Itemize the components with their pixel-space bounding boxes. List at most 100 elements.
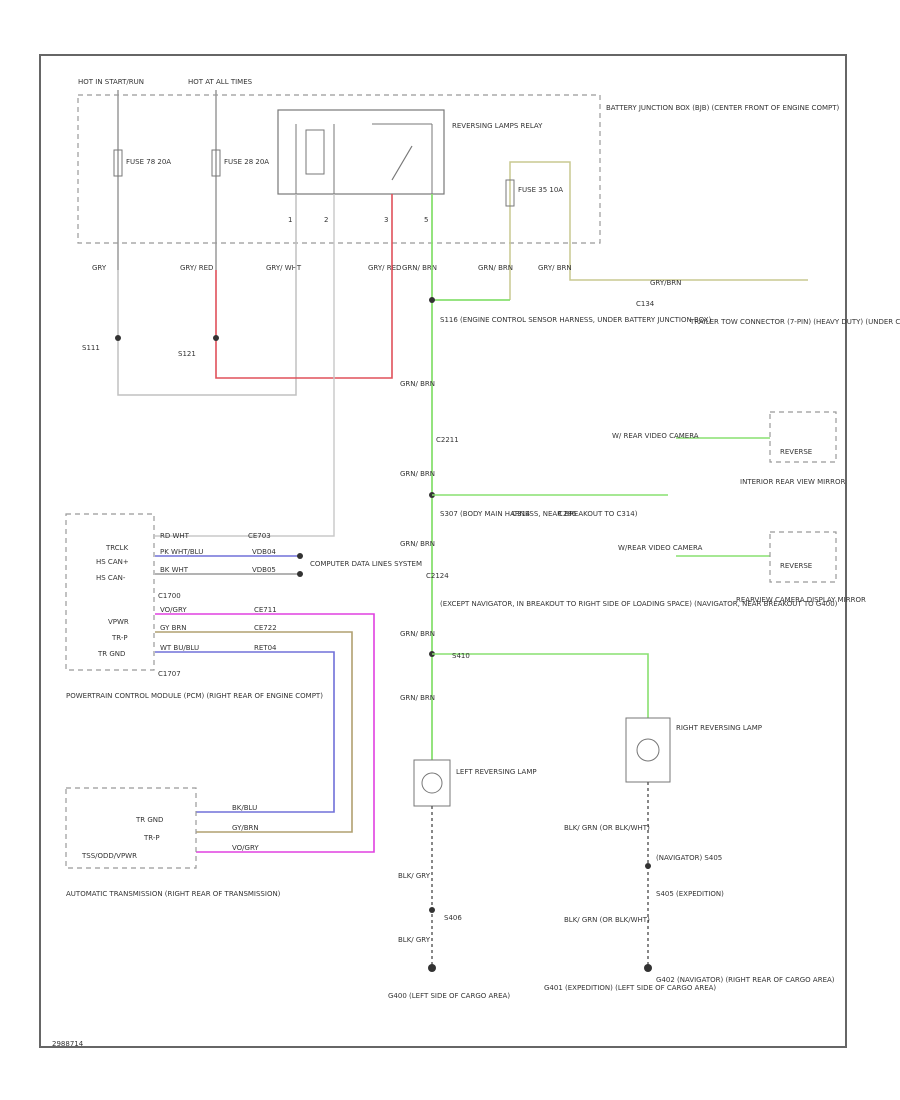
label-battery-junction-box: BATTERY JUNCTION BOX (BJB) (CENTER FRONT… xyxy=(606,104,839,112)
fuse-28: FUSE 28 20A xyxy=(211,90,269,270)
svg-text:REVERSE: REVERSE xyxy=(780,562,812,570)
pcm-pin-hs-can-minus: HS CAN- xyxy=(96,574,126,582)
svg-text:GRY/BRN: GRY/BRN xyxy=(650,279,681,287)
pcm-conn-label-1: CE703 xyxy=(248,532,271,540)
label-c1707: C1707 xyxy=(158,670,181,678)
label-blk-gry-1: BLK/ GRY xyxy=(398,872,431,880)
svg-text:W/REAR VIDEO CAMERA: W/REAR VIDEO CAMERA xyxy=(618,544,703,552)
svg-text:FUSE 28 20A: FUSE 28 20A xyxy=(224,158,269,166)
trunk-label-5: GRN/ BRN xyxy=(400,694,435,702)
pcm-conn-label-6: RET04 xyxy=(254,644,277,652)
trans-wire-label-3: VO/GRY xyxy=(232,844,259,852)
svg-text:INTERIOR REAR VIEW MIRROR: INTERIOR REAR VIEW MIRROR xyxy=(740,478,845,486)
trans-pin-trgnd: TR GND xyxy=(135,816,163,824)
svg-text:S111: S111 xyxy=(82,344,100,352)
pcm-module xyxy=(65,513,155,671)
pcm-wire-label-1: RD WHT xyxy=(160,532,190,540)
ground-g401-g402 xyxy=(644,964,652,972)
svg-text:REVERSING LAMPS RELAY: REVERSING LAMPS RELAY xyxy=(452,122,543,130)
label-navigator-s405: (NAVIGATOR) S405 xyxy=(656,854,722,862)
data-line-dot-1 xyxy=(297,553,303,559)
trans-pin-trp: TR-P xyxy=(143,834,160,842)
label-s410: S410 xyxy=(452,652,470,660)
pcm-pin-hs-can-plus: HS CAN+ xyxy=(96,558,129,566)
svg-text:W/ REAR VIDEO CAMERA: W/ REAR VIDEO CAMERA xyxy=(612,432,699,440)
label-g402: G402 (NAVIGATOR) (RIGHT REAR OF CARGO AR… xyxy=(656,976,835,984)
label-g401: G401 (EXPEDITION) (LEFT SIDE OF CARGO AR… xyxy=(544,984,716,992)
label-blk-grn-2: BLK/ GRN (OR BLK/WHT) xyxy=(564,916,650,924)
svg-text:FUSE 35 10A: FUSE 35 10A xyxy=(518,186,563,194)
s410-branch-wire xyxy=(432,653,649,718)
splice-s405 xyxy=(645,863,651,869)
svg-text:S121: S121 xyxy=(178,350,196,358)
battery-junction-box xyxy=(77,94,601,244)
label-c314: C314 xyxy=(512,510,531,518)
trans-desc: AUTOMATIC TRANSMISSION (RIGHT REAR OF TR… xyxy=(66,890,281,898)
label-g400: G400 (LEFT SIDE OF CARGO AREA) xyxy=(388,992,510,1000)
right-reversing-lamp: RIGHT REVERSING LAMP xyxy=(625,717,762,783)
pcm-conn-label-3: VDB05 xyxy=(252,566,276,574)
ground-g400 xyxy=(428,964,436,972)
svg-text:REVERSE: REVERSE xyxy=(780,448,812,456)
svg-text:C134: C134 xyxy=(636,300,655,308)
label-hot-at-all-times: HOT AT ALL TIMES xyxy=(188,78,253,86)
label-except-navigator: (EXCEPT NAVIGATOR, IN BREAKOUT TO RIGHT … xyxy=(440,600,838,608)
transmission-module xyxy=(65,787,197,869)
trans-wire-label-1: BK/BLU xyxy=(232,804,257,812)
reversing-lamps-relay: REVERSING LAMPS RELAY 1 2 3 5 xyxy=(277,109,543,224)
label-s406: S406 xyxy=(444,914,462,922)
pcm-wire-label-3: BK WHT xyxy=(160,566,189,574)
trunk-label-2: GRN/ BRN xyxy=(400,470,435,478)
left-reversing-lamp: LEFT REVERSING LAMP xyxy=(413,759,537,807)
pcm-wire-label-2: PK WHT/BLU xyxy=(160,548,203,556)
fuse-78: FUSE 78 20A xyxy=(113,90,171,270)
wire-label-grn-brn-a: GRN/ BRN xyxy=(402,264,437,272)
svg-text:5: 5 xyxy=(424,216,428,224)
pcm-pin-vpwr: VPWR xyxy=(108,618,129,626)
label-c2211: C2211 xyxy=(436,436,459,444)
pcm-pin-trgnd: TR GND xyxy=(97,650,125,658)
wire-label-grn-brn-b: GRN/ BRN xyxy=(478,264,513,272)
label-blk-gry-2: BLK/ GRY xyxy=(398,936,431,944)
trans-pin-tssodd: TSS/ODD/VPWR xyxy=(81,852,137,860)
trunk-label-4: GRN/ BRN xyxy=(400,630,435,638)
pcm-pin-trclk: TRCLK xyxy=(105,544,129,552)
fuse-35: FUSE 35 10A xyxy=(505,161,808,300)
data-line-dot-2 xyxy=(297,571,303,577)
label-blk-grn-1: BLK/ GRN (OR BLK/WHT) xyxy=(564,824,650,832)
svg-text:1: 1 xyxy=(288,216,292,224)
pcm-conn-label-2: VDB04 xyxy=(252,548,276,556)
wire-vpwr-magenta xyxy=(155,613,375,853)
svg-text:3: 3 xyxy=(384,216,388,224)
splice-s406 xyxy=(429,907,435,913)
trunk-label-3: GRN/ BRN xyxy=(400,540,435,548)
pcm-wire-label-4: VO/GRY xyxy=(160,606,187,614)
label-s307: S307 (BODY MAIN HARNESS, NEAR BREAKOUT T… xyxy=(440,510,638,518)
splice-s116 xyxy=(429,297,435,303)
svg-text:TRAILER TOW CONNECTOR (7-PIN): TRAILER TOW CONNECTOR (7-PIN) (HEAVY DUT… xyxy=(689,318,900,326)
s111-grey-loop: S111 xyxy=(82,194,297,396)
svg-text:2: 2 xyxy=(324,216,328,224)
pcm-wire-label-5: GY BRN xyxy=(160,624,186,632)
interior-rear-view-mirror: W/ REAR VIDEO CAMERA REVERSE INTERIOR RE… xyxy=(612,411,845,486)
rearview-camera-display-mirror: W/REAR VIDEO CAMERA REVERSE REARVIEW CAM… xyxy=(618,531,866,604)
svg-text:REARVIEW CAMERA DISPLAY MIRROR: REARVIEW CAMERA DISPLAY MIRROR xyxy=(736,596,866,604)
wire-label-gry-wht: GRY/ WHT xyxy=(266,264,302,272)
svg-text:RIGHT REVERSING LAMP: RIGHT REVERSING LAMP xyxy=(676,724,762,732)
wire-label-gry-red-a: GRY/ RED xyxy=(180,264,213,272)
pcm-desc: POWERTRAIN CONTROL MODULE (PCM) (RIGHT R… xyxy=(66,692,323,700)
gray-white-wire-to-pcm xyxy=(155,194,335,537)
label-hot-in-start-run: HOT IN START/RUN xyxy=(78,78,144,86)
wire-label-gry: GRY xyxy=(92,264,107,272)
wire-label-gry-brn: GRY/ BRN xyxy=(538,264,572,272)
svg-text:FUSE 78 20A: FUSE 78 20A xyxy=(126,158,171,166)
wire-trgnd-violet xyxy=(155,651,335,813)
trans-wire-label-2: GY/BRN xyxy=(232,824,259,832)
wire-label-gry-red-b: GRY/ RED xyxy=(368,264,401,272)
s121-red-loop: S121 xyxy=(178,194,393,379)
label-expedition-s405: S405 (EXPEDITION) xyxy=(656,890,724,898)
pcm-conn-label-4: CE711 xyxy=(254,606,277,614)
pcm-wire-label-6: WT BU/BLU xyxy=(160,644,199,652)
label-computer-data-lines: COMPUTER DATA LINES SYSTEM xyxy=(310,560,422,568)
